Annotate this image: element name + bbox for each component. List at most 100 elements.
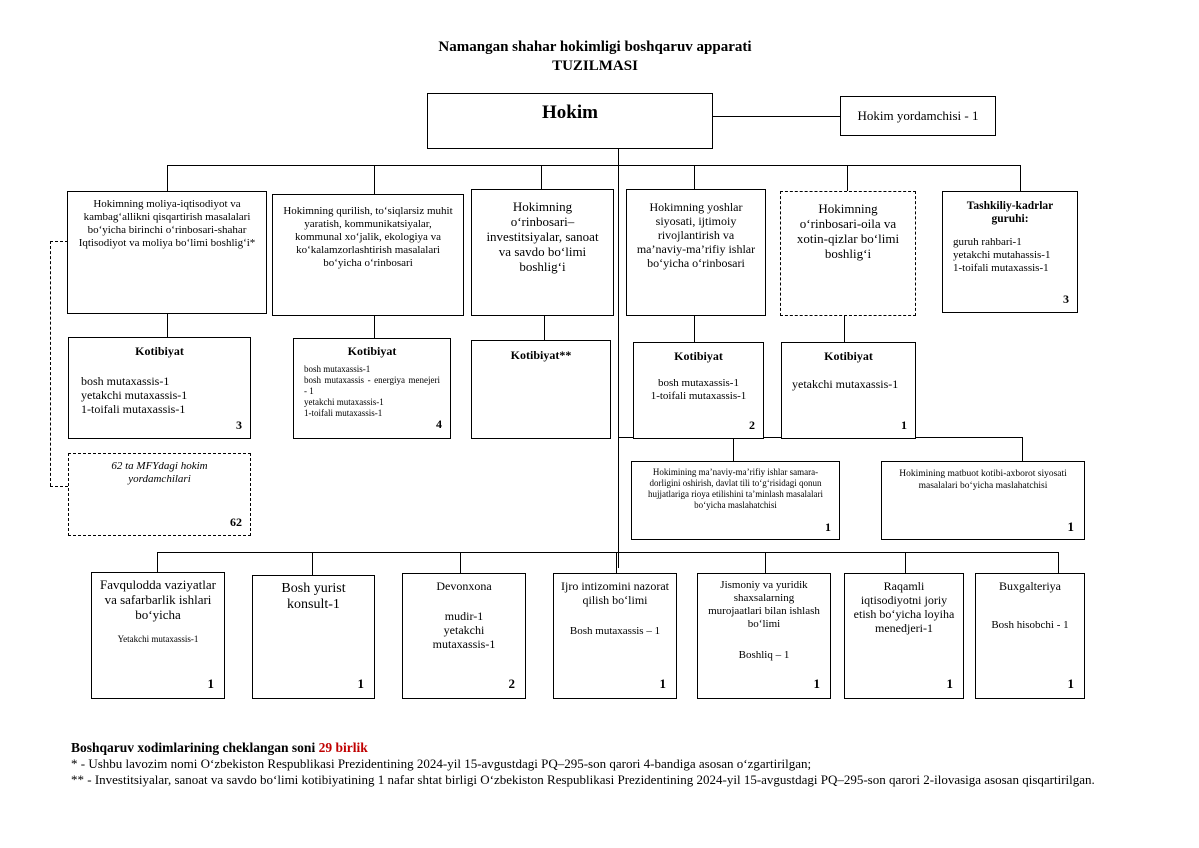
secretariat-count-5: 1 xyxy=(901,418,907,432)
title: Namangan shahar hokimligi boshqaruv appa… xyxy=(438,39,752,55)
department-box-1: Favqulodda vaziyatlar va safarbarlik ish… xyxy=(91,572,225,699)
staff-limit-value: 29 birlik xyxy=(318,740,368,755)
tk-group-count: 3 xyxy=(1063,292,1069,306)
mfy-connector-top xyxy=(50,241,68,242)
assistant-label: Hokim yordamchisi - 1 xyxy=(857,108,979,123)
sec-line-1 xyxy=(167,313,169,337)
deputy-label-1: Hokimning moliya-iqtisodiyot va kambag‘a… xyxy=(78,198,256,249)
sec-line-3 xyxy=(544,316,546,340)
deputy-box-2: Hokimning qurilish, to‘siqlarsiz muhit y… xyxy=(272,194,464,316)
dept-line-1 xyxy=(157,552,159,572)
department-title-3: Devonxona xyxy=(436,579,492,593)
department-title-6: Raqamli iqtisodiyotni joriy etish bo‘yic… xyxy=(853,579,955,635)
department-staff-4: Bosh mutaxassis – 1 xyxy=(569,625,661,637)
drop-line-6 xyxy=(1020,165,1022,191)
drop-line-1 xyxy=(167,165,169,191)
deputy-label-3: Hokimning o‘rinbosari– investitsiyalar, … xyxy=(486,199,599,274)
drop-line-3 xyxy=(541,165,543,189)
dept-line-6 xyxy=(905,552,907,573)
department-box-3: Devonxona mudir-1 yetakchi mutaxassis-1 … xyxy=(402,573,526,699)
secretariat-title-2: Kotibiyat xyxy=(347,344,397,358)
secretariat-box-2: Kotibiyat bosh mutaxassis-1 bosh mutaxas… xyxy=(293,338,451,439)
department-title-4: Ijro intizomini nazorat qilish bo‘limi xyxy=(561,579,669,607)
dept-line-2 xyxy=(312,552,314,575)
chart-title: Namangan shahar hokimligi boshqaruv appa… xyxy=(300,38,890,76)
department-count-3: 2 xyxy=(508,676,516,691)
department-count-7: 1 xyxy=(1067,676,1075,691)
subtitle: TUZILMASI xyxy=(552,58,638,74)
secretariat-count-1: 3 xyxy=(236,418,242,432)
department-staff-3: mudir-1 yetakchi mutaxassis-1 xyxy=(432,609,496,651)
department-staff-7: Bosh hisobchi - 1 xyxy=(991,619,1069,631)
dept-line-3 xyxy=(460,552,462,573)
secretariat-title-3: Kotibiyat** xyxy=(510,348,572,362)
department-count-4: 1 xyxy=(659,676,667,691)
department-box-6: Raqamli iqtisodiyotni joriy etish bo‘yic… xyxy=(844,573,964,699)
sec-line-5 xyxy=(844,316,846,342)
advisor-label-2: Hokimining matbuot kotibi-axborot siyosa… xyxy=(899,469,1067,491)
mfy-connector-bottom xyxy=(50,486,68,487)
main-trunk-line xyxy=(618,148,620,568)
advisor-box-1: Hokimining ma’naviy-ma’rifiy ishlar sama… xyxy=(631,461,840,540)
secretariat-box-1: Kotibiyat bosh mutaxassis-1 yetakchi mut… xyxy=(68,337,251,439)
deputy-label-2: Hokimning qurilish, to‘siqlarsiz muhit y… xyxy=(283,205,453,269)
department-title-2: Bosh yurist konsult-1 xyxy=(281,581,346,612)
mfy-assistants-label: 62 ta MFYdagi hokim yordamchilari xyxy=(111,460,208,485)
secretariat-count-4: 2 xyxy=(749,418,755,432)
secretariat-title-1: Kotibiyat xyxy=(135,344,184,358)
department-box-5: Jismoniy va yuridik shaxsalarning muroja… xyxy=(697,573,831,699)
drop-line-4 xyxy=(694,165,696,189)
deputies-bus xyxy=(167,165,1021,167)
advisor-line-1 xyxy=(733,437,735,461)
dept-line-5 xyxy=(765,552,767,573)
advisor-label-1: Hokimining ma’naviy-ma’rifiy ishlar sama… xyxy=(648,467,823,510)
deputy-box-1: Hokimning moliya-iqtisodiyot va kambag‘a… xyxy=(67,191,267,314)
department-title-5: Jismoniy va yuridik shaxsalarning muroja… xyxy=(708,579,820,630)
advisor-count-2: 1 xyxy=(1067,519,1075,534)
department-staff-5: Boshliq – 1 xyxy=(738,649,790,661)
deputy-label-4: Hokimning yoshlar siyosati, ijtimoiy riv… xyxy=(636,200,756,270)
secretariat-staff-5: yetakchi mutaxassis-1 xyxy=(792,377,899,391)
department-count-2: 1 xyxy=(357,676,365,691)
footnote-1: * - Ushbu lavozim nomi O‘zbekiston Respu… xyxy=(71,756,812,771)
tk-group-staff: guruh rahbari-1 yetakchi mutahassis-1 1-… xyxy=(953,236,1051,274)
department-staff-1: Yetakchi mutaxassis-1 xyxy=(117,634,199,644)
secretariat-staff-2: bosh mutaxassis-1 bosh mutaxassis - ener… xyxy=(304,364,440,418)
sec-line-2 xyxy=(374,316,376,338)
footnote-2: ** - Investitsiyalar, sanoat va savdo bo… xyxy=(71,772,1095,787)
sec-line-4 xyxy=(694,316,696,342)
mfy-assistants-count: 62 xyxy=(230,515,242,529)
secretariat-staff-1: bosh mutaxassis-1 yetakchi mutaxassis-1 … xyxy=(81,374,188,416)
secretariat-title-4: Kotibiyat xyxy=(674,349,723,363)
dept-line-4 xyxy=(616,552,618,573)
staff-limit-line: Boshqaruv xodimlarining cheklangan soni … xyxy=(71,740,1131,756)
deputy-box-3: Hokimning o‘rinbosari– investitsiyalar, … xyxy=(471,189,614,316)
department-title-1: Favqulodda vaziyatlar va safarbarlik ish… xyxy=(100,577,216,622)
departments-bus xyxy=(157,552,1059,554)
deputy-label-5: Hokimning o‘rinbosari-oila va xotin-qizl… xyxy=(796,201,900,261)
deputy-box-4: Hokimning yoshlar siyosati, ijtimoiy riv… xyxy=(626,189,766,316)
footer-notes: Boshqaruv xodimlarining cheklangan soni … xyxy=(71,740,1131,788)
staff-limit-label: Boshqaruv xodimlarining cheklangan soni xyxy=(71,740,316,755)
department-box-2: Bosh yurist konsult-1 1 xyxy=(252,575,375,699)
drop-line-5 xyxy=(847,165,849,191)
tk-group-box: Tashkiliy-kadrlar guruhi: guruh rahbari-… xyxy=(942,191,1078,313)
department-count-1: 1 xyxy=(207,676,215,691)
secretariat-title-5: Kotibiyat xyxy=(824,349,873,363)
department-count-6: 1 xyxy=(946,676,954,691)
mfy-connector-vertical xyxy=(50,241,51,486)
department-count-5: 1 xyxy=(813,676,821,691)
tk-group-title: Tashkiliy-kadrlar guruhi: xyxy=(966,200,1054,225)
mfy-assistants-box: 62 ta MFYdagi hokim yordamchilari 62 xyxy=(68,453,251,536)
secretariat-count-2: 4 xyxy=(436,417,442,431)
hokim-box: Hokim xyxy=(427,93,713,149)
hokim-label: Hokim xyxy=(542,102,598,123)
department-box-7: Buxgalteriya Bosh hisobchi - 1 1 xyxy=(975,573,1085,699)
department-box-4: Ijro intizomini nazorat qilish bo‘limi B… xyxy=(553,573,677,699)
advisor-box-2: Hokimining matbuot kotibi-axborot siyosa… xyxy=(881,461,1085,540)
department-title-7: Buxgalteriya xyxy=(999,579,1061,593)
assistant-box: Hokim yordamchisi - 1 xyxy=(840,96,996,136)
advisor-line-2 xyxy=(1022,437,1024,461)
secretariat-box-4: Kotibiyat bosh mutaxassis-1 1-toifali mu… xyxy=(633,342,764,439)
deputy-box-5: Hokimning o‘rinbosari-oila va xotin-qizl… xyxy=(780,191,916,316)
